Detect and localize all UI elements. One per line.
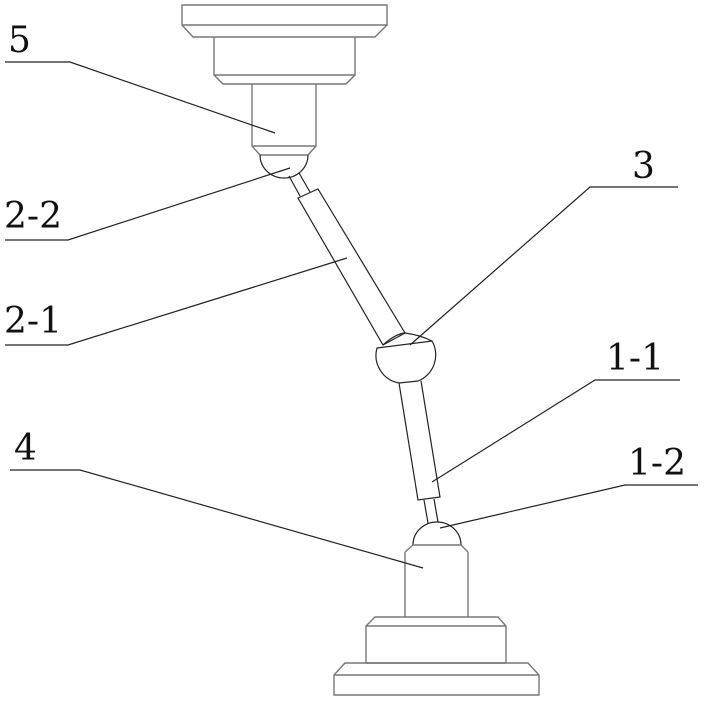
- lower-rod: [399, 381, 440, 523]
- bottom-base: [334, 522, 539, 695]
- label-3: 3: [632, 146, 655, 187]
- top-mount: [182, 5, 387, 178]
- label-1-2: 1-2: [628, 443, 686, 484]
- middle-joint: [376, 333, 436, 383]
- upper-rod: [289, 173, 405, 345]
- label-4: 4: [14, 428, 37, 469]
- leader-lines: [5, 62, 698, 568]
- label-2-1: 2-1: [4, 301, 62, 342]
- label-5: 5: [8, 20, 31, 61]
- label-1-1: 1-1: [606, 338, 664, 379]
- label-2-2: 2-2: [4, 196, 62, 237]
